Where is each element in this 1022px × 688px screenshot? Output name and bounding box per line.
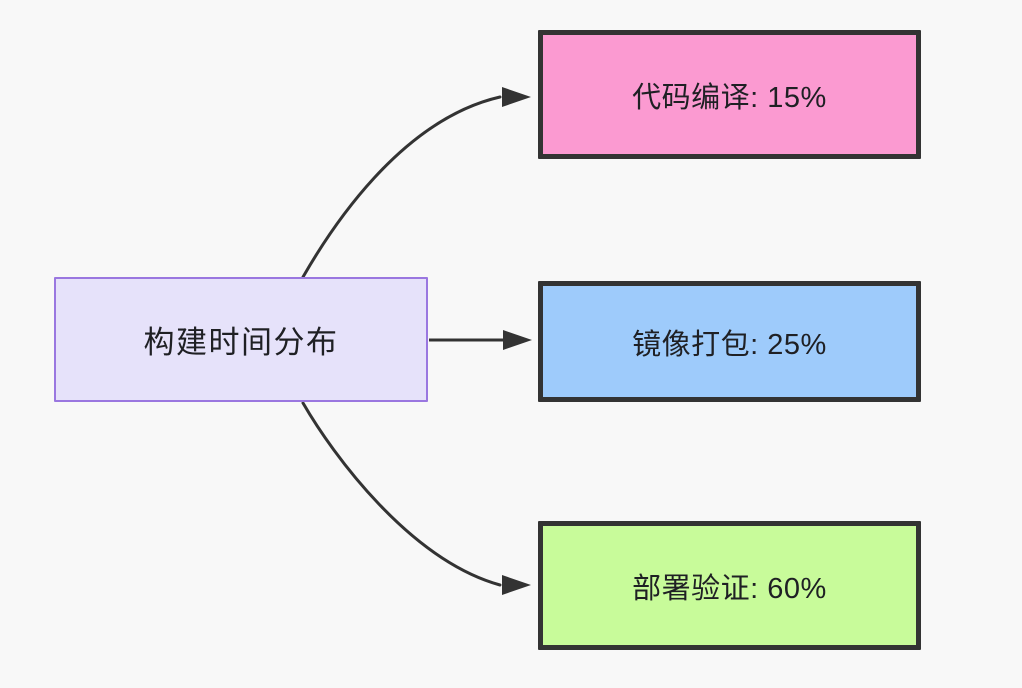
node-root-label: 构建时间分布 — [143, 325, 339, 360]
node-root[interactable]: 构建时间分布 — [54, 277, 428, 402]
edge-root-compile-arrowhead — [502, 87, 531, 107]
edge-root-image[interactable] — [429, 330, 532, 350]
node-image[interactable]: 镜像打包: 25% — [538, 281, 921, 402]
edge-root-deploy-line — [301, 401, 502, 587]
edge-root-image-arrowhead — [503, 330, 532, 350]
node-deploy[interactable]: 部署验证: 60% — [538, 521, 921, 650]
edge-root-compile[interactable] — [301, 87, 531, 279]
edge-root-deploy[interactable] — [301, 401, 531, 595]
node-image-label: 镜像打包: 25% — [632, 328, 827, 361]
edge-root-compile-line — [301, 95, 502, 279]
node-compile[interactable]: 代码编译: 15% — [538, 30, 921, 159]
edge-root-deploy-arrowhead — [502, 575, 531, 595]
node-deploy-label: 部署验证: 60% — [632, 572, 827, 605]
node-compile-label: 代码编译: 15% — [632, 81, 827, 114]
